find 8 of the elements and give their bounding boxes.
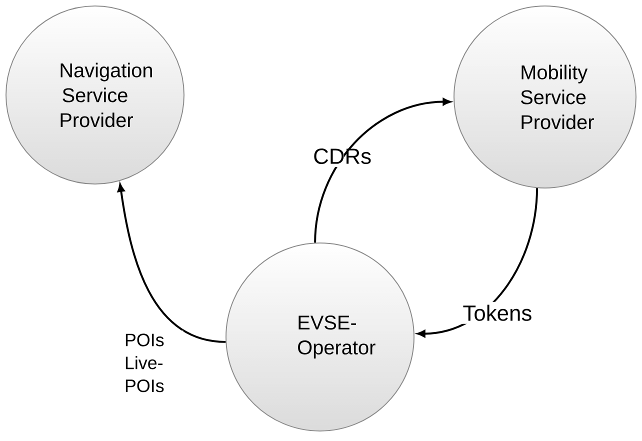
edge-label: Tokens	[460, 302, 532, 324]
edge-label: CDRs	[310, 146, 371, 168]
edge-label: POIs Live-POIs	[121, 330, 184, 396]
arrow	[117, 184, 226, 343]
circle-node: Navigation Service Provider	[6, 6, 184, 184]
circle-node: Mobility Service Provider	[454, 6, 636, 188]
circle-node: EVSE-Operator	[226, 242, 414, 432]
arrow	[314, 98, 451, 243]
